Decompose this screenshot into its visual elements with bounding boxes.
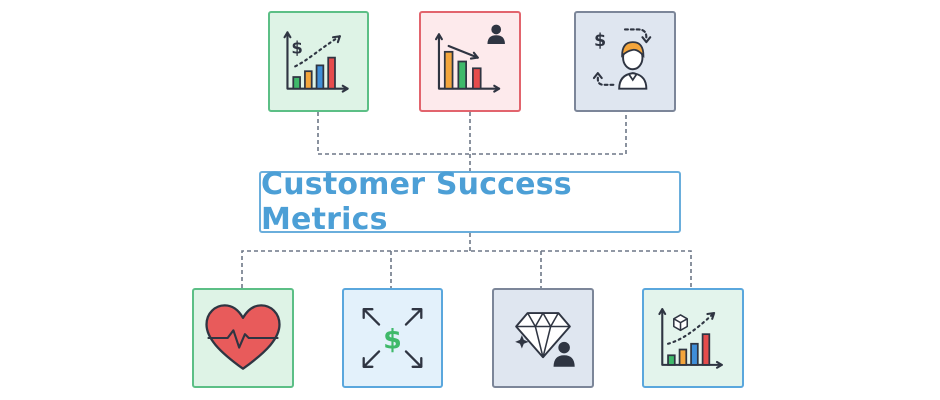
- bottom-connector-bracket: [241, 250, 692, 288]
- metric-tile-user-churn[interactable]: [419, 11, 521, 112]
- metric-tile-product-adoption[interactable]: [642, 288, 744, 388]
- metric-tile-customer-lifetime-value[interactable]: [492, 288, 594, 388]
- metric-tile-revenue-growth[interactable]: $: [268, 11, 369, 112]
- metric-tile-revenue-expansion[interactable]: $: [342, 288, 443, 388]
- metric-tile-customer-revenue-cycle[interactable]: $: [574, 11, 676, 112]
- customer-revenue-cycle-icon: $: [592, 28, 652, 90]
- svg-text:$: $: [594, 31, 606, 51]
- user-churn-decline-chart-icon: [434, 24, 505, 93]
- svg-text:$: $: [291, 39, 302, 58]
- metric-tile-customer-health[interactable]: [192, 288, 294, 388]
- revenue-growth-chart-icon: $: [283, 31, 349, 93]
- svg-text:$: $: [383, 325, 402, 356]
- center-title-box: Customer Success Metrics: [259, 167, 681, 237]
- revenue-expansion-icon: $: [362, 308, 423, 368]
- product-adoption-growth-icon: [658, 308, 723, 369]
- customer-health-heart-icon: [205, 304, 281, 370]
- customer-lifetime-value-diamond-icon: [515, 312, 575, 367]
- top-connector-bracket: [317, 112, 627, 155]
- diagram-title: Customer Success Metrics: [261, 167, 572, 237]
